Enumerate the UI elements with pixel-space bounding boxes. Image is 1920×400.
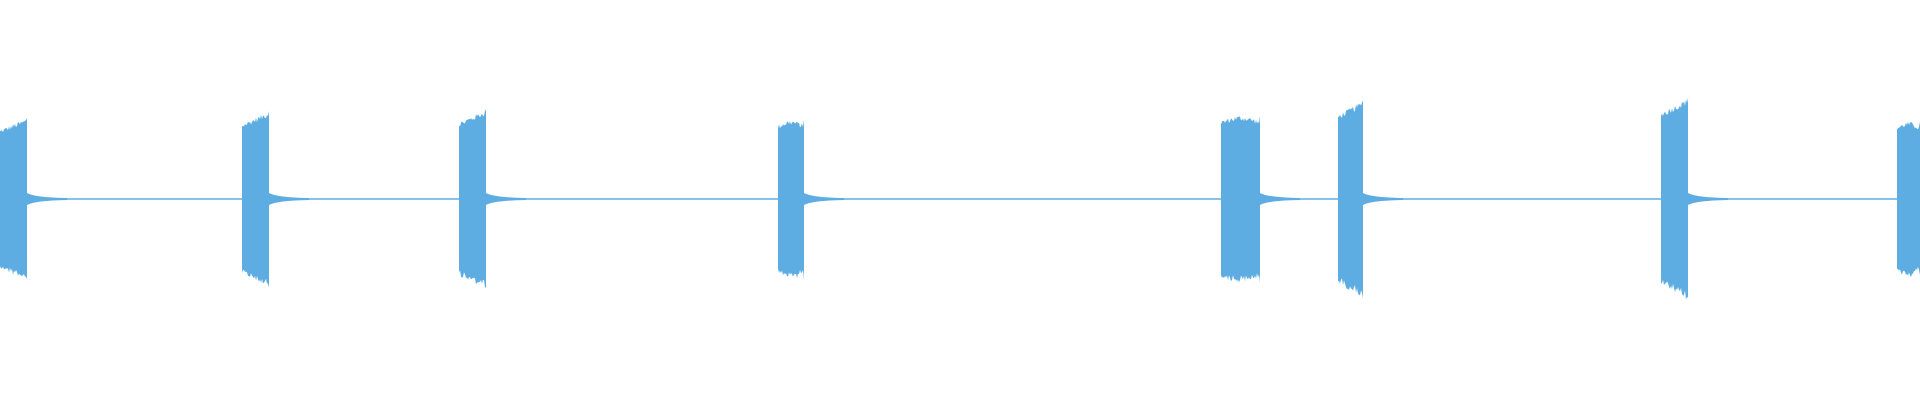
waveform-burst-3 <box>459 109 486 288</box>
waveform-burst-2 <box>242 111 269 288</box>
waveform-burst-4 <box>778 119 804 280</box>
waveform-burst-tail-7 <box>1688 193 1728 205</box>
waveform-burst-tail-5 <box>1260 193 1300 205</box>
waveform-burst-8 <box>1897 121 1920 278</box>
waveform-burst-6 <box>1338 100 1363 299</box>
waveform-bursts <box>0 97 1920 300</box>
waveform-burst-tail-3 <box>486 193 526 205</box>
waveform-burst-tail-2 <box>269 193 309 205</box>
waveform-burst-7 <box>1661 97 1688 300</box>
waveform-burst-tail-4 <box>804 193 844 205</box>
waveform-burst-1 <box>0 118 27 280</box>
waveform-burst-tail-1 <box>27 193 67 205</box>
waveform-burst-tail-6 <box>1363 193 1403 205</box>
waveform-burst-5 <box>1221 115 1260 283</box>
